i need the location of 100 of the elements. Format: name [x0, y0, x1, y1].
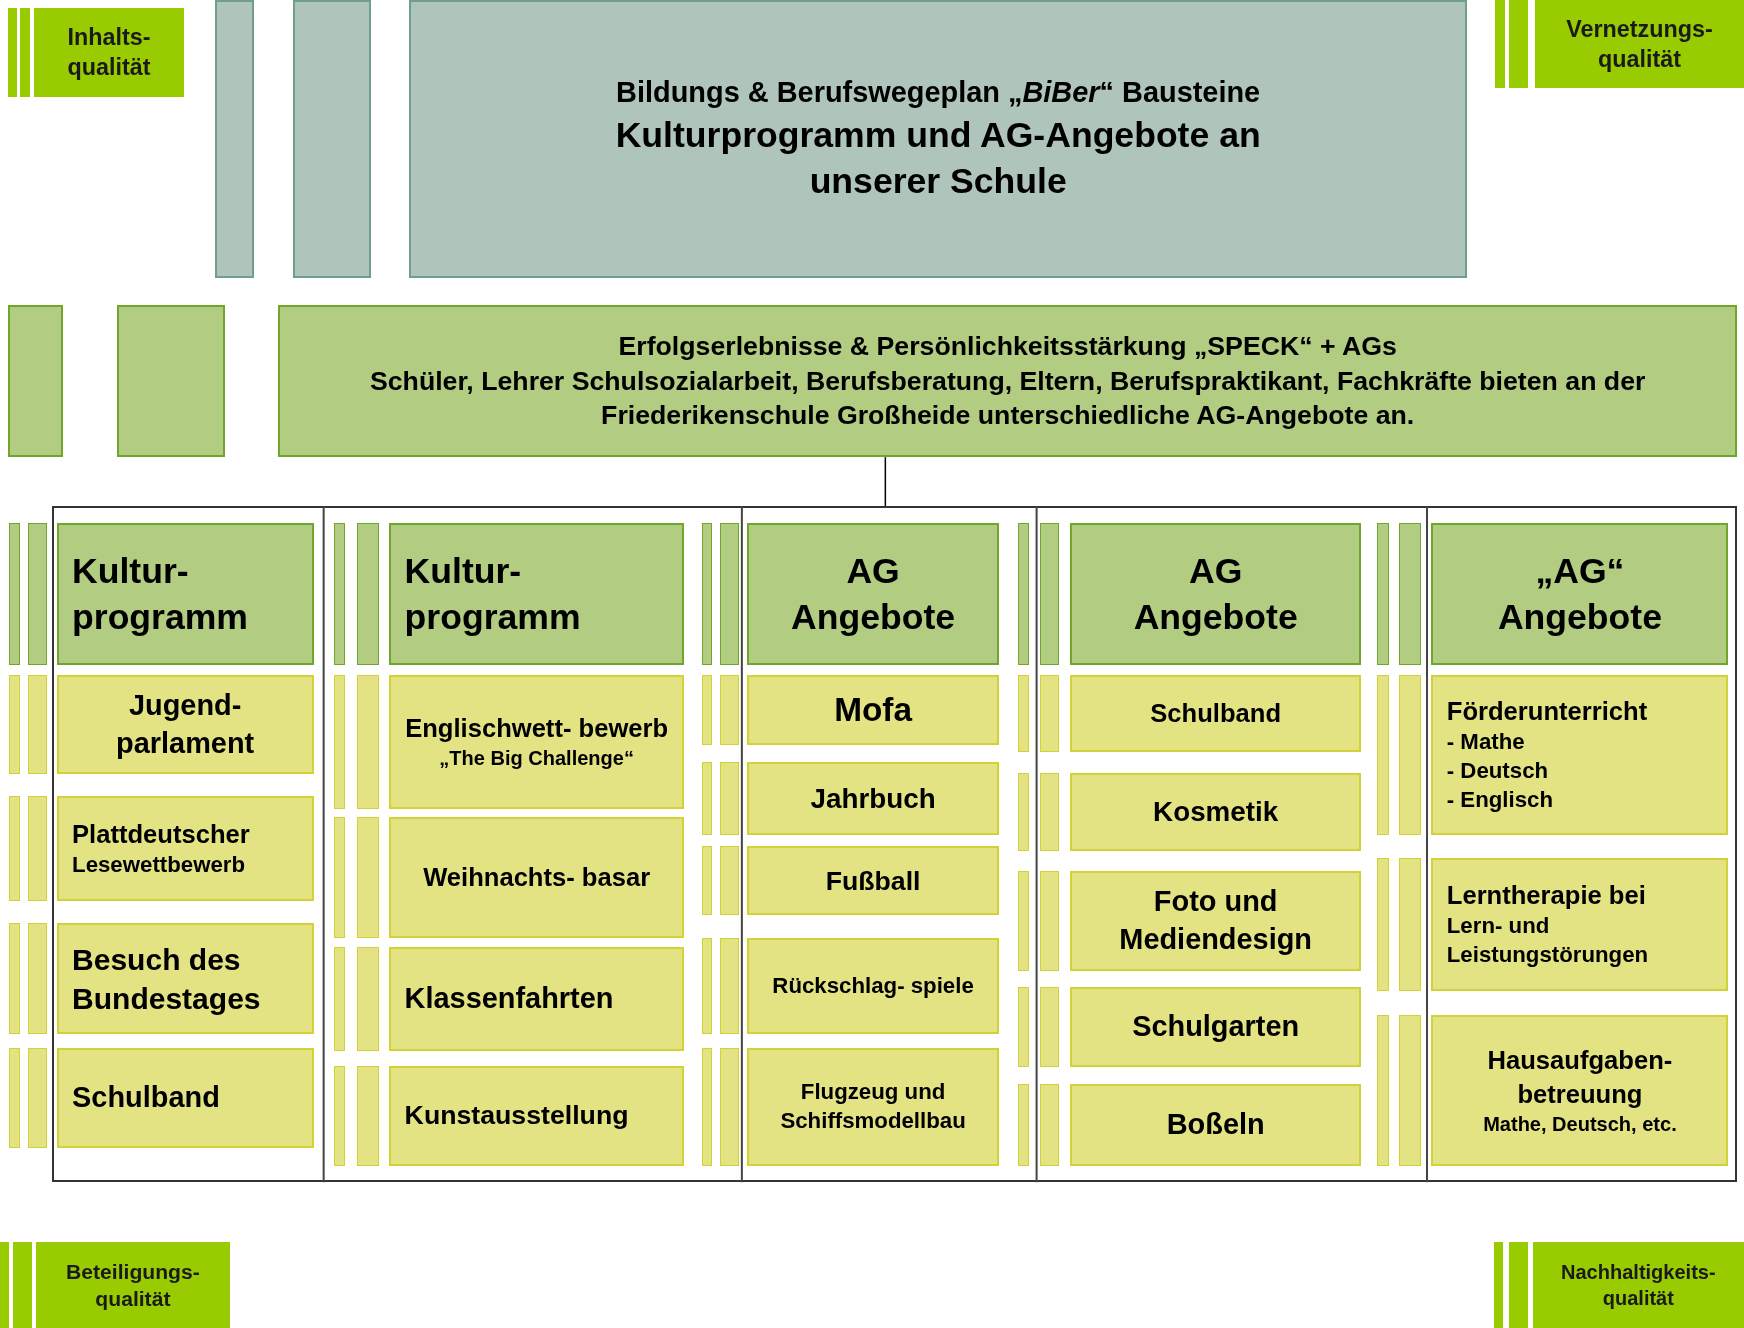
- stripe-bar: [7, 7, 17, 97]
- column-header: [1069, 522, 1362, 666]
- activity-box: [747, 761, 999, 836]
- stripe-bar: [8, 1047, 20, 1148]
- stripe-bar: [27, 675, 47, 775]
- detail-text: - Deutsch: [1446, 757, 1549, 786]
- label-tab: [1534, 0, 1744, 88]
- stripe-bar: [1399, 857, 1422, 991]
- stripe-bar: [357, 675, 380, 809]
- activity-text: Förderunterricht: [1446, 696, 1648, 728]
- stripe-bar: [27, 1047, 47, 1148]
- stripe-bar: [1017, 986, 1029, 1067]
- stripe-bar: [292, 0, 372, 279]
- stripe-bar: [1039, 870, 1059, 971]
- stripe-bar: [701, 846, 712, 916]
- stripe-bar: [1399, 522, 1422, 666]
- column-header: [389, 522, 684, 666]
- stripe-bar: [1017, 675, 1029, 752]
- stripe-bar: [1399, 1015, 1422, 1166]
- detail-text: Mathe, Deutsch, etc.: [1483, 1111, 1677, 1137]
- label-tab: [34, 7, 184, 97]
- stripe-bar: [8, 923, 20, 1035]
- activity-text: Jahrbuch: [810, 781, 936, 816]
- stripe-bar: [719, 675, 739, 746]
- stripe-bar: [20, 7, 30, 97]
- activity-box: [389, 1065, 684, 1166]
- activity-box: [1069, 1084, 1362, 1166]
- activity-text: Jugend- parlament: [115, 688, 256, 761]
- column-heading: AG Angebote: [790, 549, 957, 639]
- stripe-bar: [357, 522, 380, 666]
- stripe-bar: [27, 923, 47, 1035]
- activity-box: [56, 923, 314, 1035]
- column-heading: Kultur- programm: [404, 549, 582, 639]
- stripe-bar: [357, 1065, 380, 1166]
- activity-text: Besuch des Bundestages: [72, 941, 262, 1017]
- stripe-bar: [1017, 1084, 1029, 1166]
- tab-label: Beteiligungs- qualität: [65, 1258, 201, 1313]
- activity-box: [747, 675, 999, 746]
- connector-line: [884, 456, 887, 507]
- stripe-bar: [701, 937, 712, 1035]
- column-heading: „AG“ Angebote: [1496, 549, 1663, 639]
- title-panel: [409, 0, 1468, 279]
- activity-text: Kunstausstellung: [404, 1099, 629, 1133]
- stripe-bar: [0, 1242, 9, 1328]
- stripe-bar: [333, 946, 345, 1052]
- activity-text: Foto und Mediendesign: [1118, 884, 1314, 957]
- activity-text: Fußball: [825, 864, 921, 898]
- detail-text: Kulturprogramm und AG-Angebote an unserer Schule: [614, 113, 1262, 203]
- stripe-bar: [1039, 522, 1059, 666]
- stripe-bar: [357, 817, 380, 938]
- intro-panel: [278, 304, 1738, 458]
- activity-box: [1069, 675, 1362, 752]
- stripe-bar: [333, 817, 345, 938]
- stripe-bar: [8, 675, 20, 775]
- stripe-bar: [1017, 773, 1029, 851]
- activity-text: Klassenfahrten: [404, 980, 614, 1016]
- stripe-bar: [1376, 522, 1390, 666]
- label-tab: [1532, 1242, 1744, 1328]
- detail-text: „The Big Challenge“: [439, 746, 634, 772]
- stripe-bar: [719, 522, 739, 666]
- activity-text: Kosmetik: [1153, 794, 1279, 829]
- stripe-bar: [1509, 0, 1529, 88]
- column-header: [747, 522, 999, 666]
- stripe-bar: [357, 946, 380, 1052]
- title-text: Bildungs & Berufswegeplan „BiBer“ Bausteine: [616, 74, 1261, 110]
- activity-box: [747, 846, 999, 916]
- stripe-bar: [701, 522, 712, 666]
- stripe-bar: [8, 522, 20, 666]
- stripe-bar: [7, 304, 64, 458]
- activity-box: [1431, 675, 1729, 836]
- stripe-bar: [1376, 675, 1390, 836]
- column-heading: Kultur- programm: [72, 549, 249, 639]
- label-tab: [35, 1242, 231, 1328]
- stripe-bar: [1039, 773, 1059, 851]
- stripe-bar: [27, 796, 47, 901]
- frame-box: [52, 506, 1738, 1183]
- activity-box: [56, 796, 314, 901]
- stripe-bar: [1376, 1015, 1390, 1166]
- activity-text: Rückschlag- spiele: [772, 971, 974, 1000]
- stripe-bar: [13, 1242, 33, 1328]
- stripe-bar: [27, 522, 47, 666]
- activity-box: [1069, 986, 1362, 1067]
- activity-box: [1431, 857, 1729, 991]
- stripe-bar: [8, 796, 20, 901]
- activity-box: [56, 1047, 314, 1148]
- activity-text: Schulband: [72, 1079, 220, 1115]
- stripe-bar: [214, 0, 254, 279]
- activity-text: Englischwett- bewerb: [405, 713, 669, 745]
- stripe-bar: [333, 1065, 345, 1166]
- stripe-bar: [1494, 0, 1505, 88]
- activity-text: Lerntherapie bei: [1446, 879, 1646, 911]
- activity-text: Mofa: [834, 690, 912, 731]
- activity-box: [389, 675, 684, 809]
- activity-box: [389, 817, 684, 938]
- column-header: [1431, 522, 1729, 666]
- stripe-bar: [701, 1047, 712, 1166]
- stripe-bar: [1039, 986, 1059, 1067]
- activity-box: [1069, 773, 1362, 851]
- stripe-bar: [719, 846, 739, 916]
- stripe-bar: [333, 675, 345, 809]
